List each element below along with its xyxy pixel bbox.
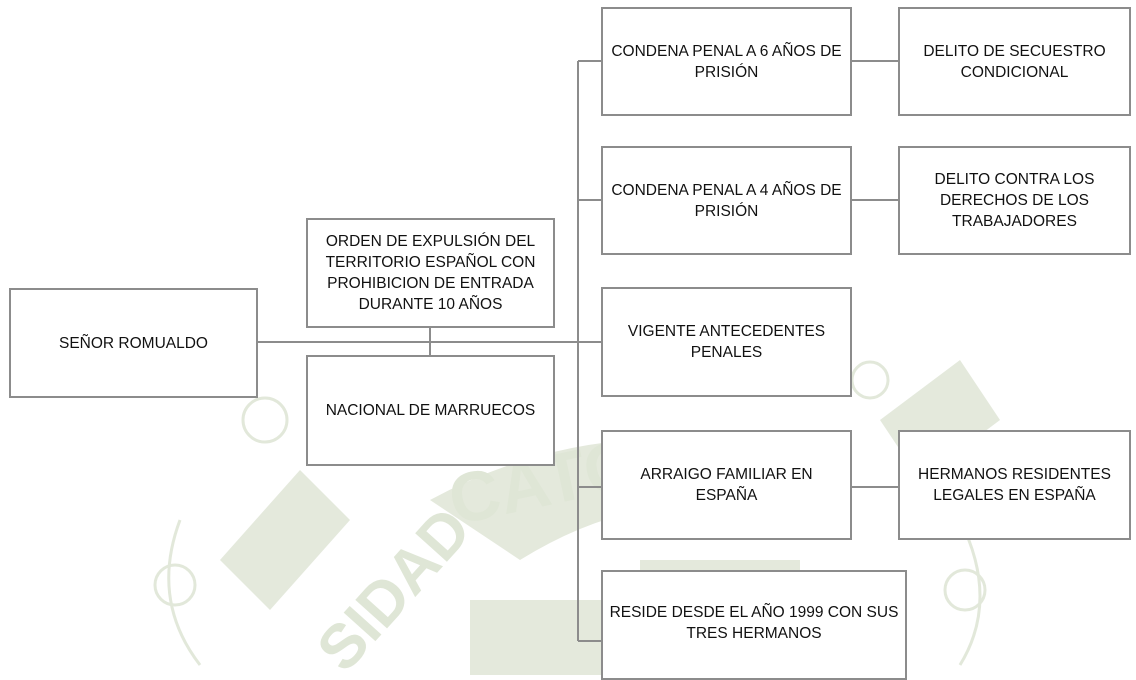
node-branch-1: CONDENA PENAL A 6 AÑOS DE PRISIÓN xyxy=(601,7,852,116)
node-branch-4-detail: HERMANOS RESIDENTES LEGALES EN ESPAÑA xyxy=(898,430,1131,540)
node-root: SEÑOR ROMUALDO xyxy=(9,288,258,398)
node-branch-2: CONDENA PENAL A 4 AÑOS DE PRISIÓN xyxy=(601,146,852,255)
node-nationality-label: NACIONAL DE MARRUECOS xyxy=(325,402,536,419)
node-branch-3: VIGENTE ANTECEDENTES PENALES xyxy=(601,287,852,397)
node-root-label: SEÑOR ROMUALDO xyxy=(59,334,208,352)
node-nationality: NACIONAL DE MARRUECOS xyxy=(306,355,555,466)
node-branch-4-detail-label: HERMANOS RESIDENTES LEGALES EN ESPAÑA xyxy=(918,466,1111,504)
node-branch-3-label: VIGENTE ANTECEDENTES PENALES xyxy=(627,323,826,361)
node-branch-1-detail-label: DELITO DE SECUESTRO CONDICIONAL xyxy=(923,42,1106,81)
node-expulsion-order-label: ORDEN DE EXPULSIÓN DEL TERRITORIO ESPAÑO… xyxy=(325,233,536,313)
node-branch-2-label: CONDENA PENAL A 4 AÑOS DE PRISIÓN xyxy=(611,181,842,220)
node-expulsion-order: ORDEN DE EXPULSIÓN DEL TERRITORIO ESPAÑO… xyxy=(306,218,555,328)
node-branch-4: ARRAIGO FAMILIAR EN ESPAÑA xyxy=(601,430,852,540)
node-branch-2-detail-label: DELITO CONTRA LOS DERECHOS DE LOS TRABAJ… xyxy=(934,171,1095,230)
node-branch-2-detail: DELITO CONTRA LOS DERECHOS DE LOS TRABAJ… xyxy=(898,146,1131,255)
node-branch-5-label: RESIDE DESDE EL AÑO 1999 CON SUS TRES HE… xyxy=(609,604,899,642)
node-branch-1-label: CONDENA PENAL A 6 AÑOS DE PRISIÓN xyxy=(611,42,842,81)
node-branch-1-detail: DELITO DE SECUESTRO CONDICIONAL xyxy=(898,7,1131,116)
node-branch-5: RESIDE DESDE EL AÑO 1999 CON SUS TRES HE… xyxy=(601,570,907,680)
node-branch-4-label: ARRAIGO FAMILIAR EN ESPAÑA xyxy=(640,466,813,504)
